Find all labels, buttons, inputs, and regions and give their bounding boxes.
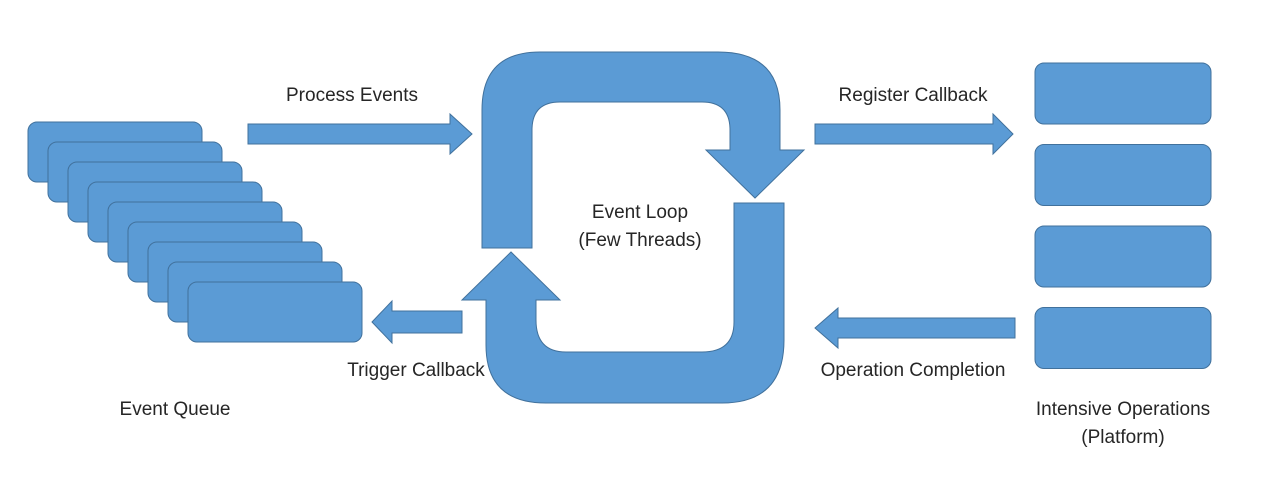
event-queue-stack: [27, 121, 363, 343]
trigger-callback-arrow: [371, 299, 463, 345]
event-queue-item: [187, 281, 363, 343]
intensive-operations-subtitle: (Platform): [1081, 427, 1165, 448]
intensive-operation-block: [1034, 62, 1212, 125]
register-callback-arrow: [814, 112, 1014, 156]
event-loop-title: Event Loop: [591, 202, 689, 223]
intensive-operation-block: [1034, 307, 1212, 369]
operation-completion-label: Operation Completion: [820, 360, 1006, 381]
intensive-operation-block: [1034, 144, 1212, 206]
process-events-label: Process Events: [286, 85, 418, 106]
event-loop-bottom-arc: [460, 202, 785, 404]
event-loop-subtitle: (Few Threads): [578, 230, 702, 251]
intensive-operation-block: [1034, 225, 1212, 288]
intensive-operations-title: Intensive Operations: [1035, 399, 1211, 420]
intensive-operations-stack: [1034, 62, 1212, 369]
operation-completion-arrow: [814, 306, 1016, 350]
trigger-callback-label: Trigger Callback: [347, 360, 485, 381]
event-queue-label: Event Queue: [119, 399, 231, 420]
process-events-arrow: [247, 112, 473, 156]
register-callback-label: Register Callback: [838, 85, 988, 106]
event-loop-top-arc: [481, 51, 806, 249]
